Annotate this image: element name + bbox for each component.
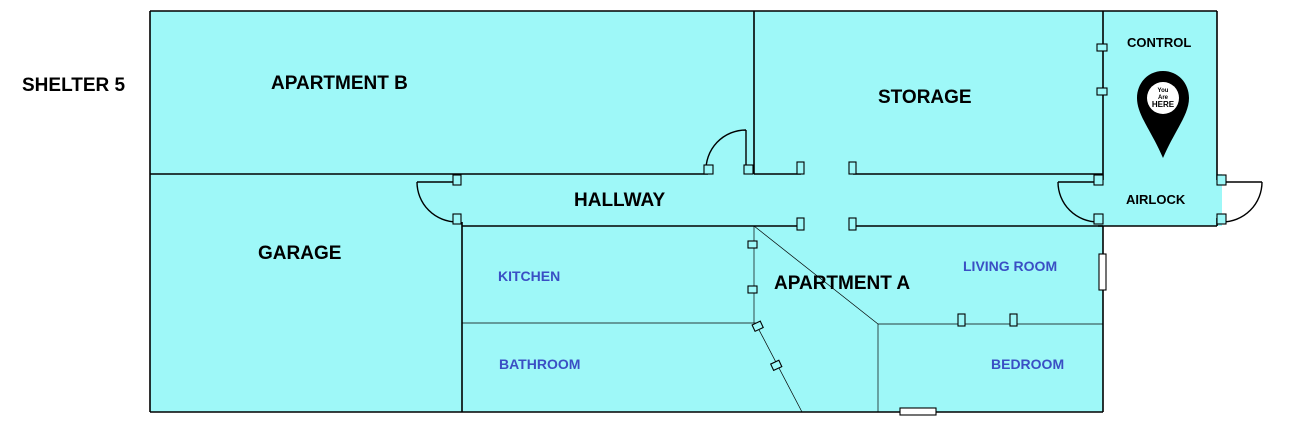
marker-line-2: Are xyxy=(1158,95,1169,101)
interior-walls xyxy=(462,225,1103,413)
hall-entry-area xyxy=(417,182,462,222)
label-hallway: HALLWAY xyxy=(574,190,665,211)
label-control: CONTROL xyxy=(1127,35,1191,50)
label-kitchen: KITCHEN xyxy=(498,268,560,284)
marker-line-1: You xyxy=(1158,88,1169,94)
label-living-room: LIVING ROOM xyxy=(963,258,1057,274)
label-apartment-b: APARTMENT B xyxy=(271,73,408,94)
label-storage: STORAGE xyxy=(878,87,972,108)
storage-area xyxy=(754,11,1103,174)
map-title: SHELTER 5 xyxy=(22,75,126,96)
hallway-area xyxy=(440,174,1103,226)
apartment-a-area xyxy=(462,226,1103,412)
label-apartment-a: APARTMENT A xyxy=(774,273,910,294)
doors xyxy=(416,43,1263,416)
label-airlock: AIRLOCK xyxy=(1126,192,1186,207)
label-garage: GARAGE xyxy=(258,243,341,264)
garage-area xyxy=(150,174,462,412)
airlock-area xyxy=(1098,174,1222,226)
label-bathroom: BATHROOM xyxy=(499,356,580,372)
walls xyxy=(149,10,1218,413)
apartment-b-area xyxy=(150,11,754,174)
label-bedroom: BEDROOM xyxy=(991,356,1064,372)
marker-line-3: HERE xyxy=(1152,100,1175,109)
you-are-here-pin-icon: You Are HERE xyxy=(1137,71,1189,158)
